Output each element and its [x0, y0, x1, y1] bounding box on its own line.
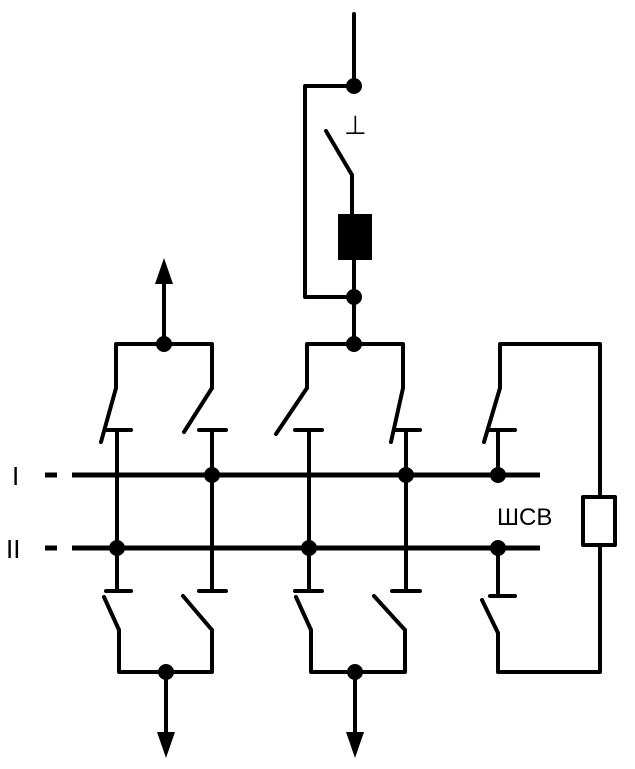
- ground-mark: ⊥: [344, 110, 367, 140]
- coupler-label: ШСВ: [497, 504, 552, 531]
- arrow-down-icon: [157, 732, 175, 758]
- top-feeder: ⊥: [303, 12, 372, 346]
- cell-b: [274, 336, 422, 758]
- bus-bars: I II: [6, 461, 540, 564]
- bus-label-II: II: [6, 534, 20, 564]
- fuse-block: [338, 214, 372, 260]
- cell-a: [99, 258, 228, 758]
- coupler-resistor: [581, 495, 617, 547]
- bus-label-I: I: [12, 461, 19, 491]
- cell-coupler: ШСВ: [480, 342, 617, 674]
- arrow-down-icon: [346, 732, 364, 758]
- arrow-up-icon: [155, 258, 173, 284]
